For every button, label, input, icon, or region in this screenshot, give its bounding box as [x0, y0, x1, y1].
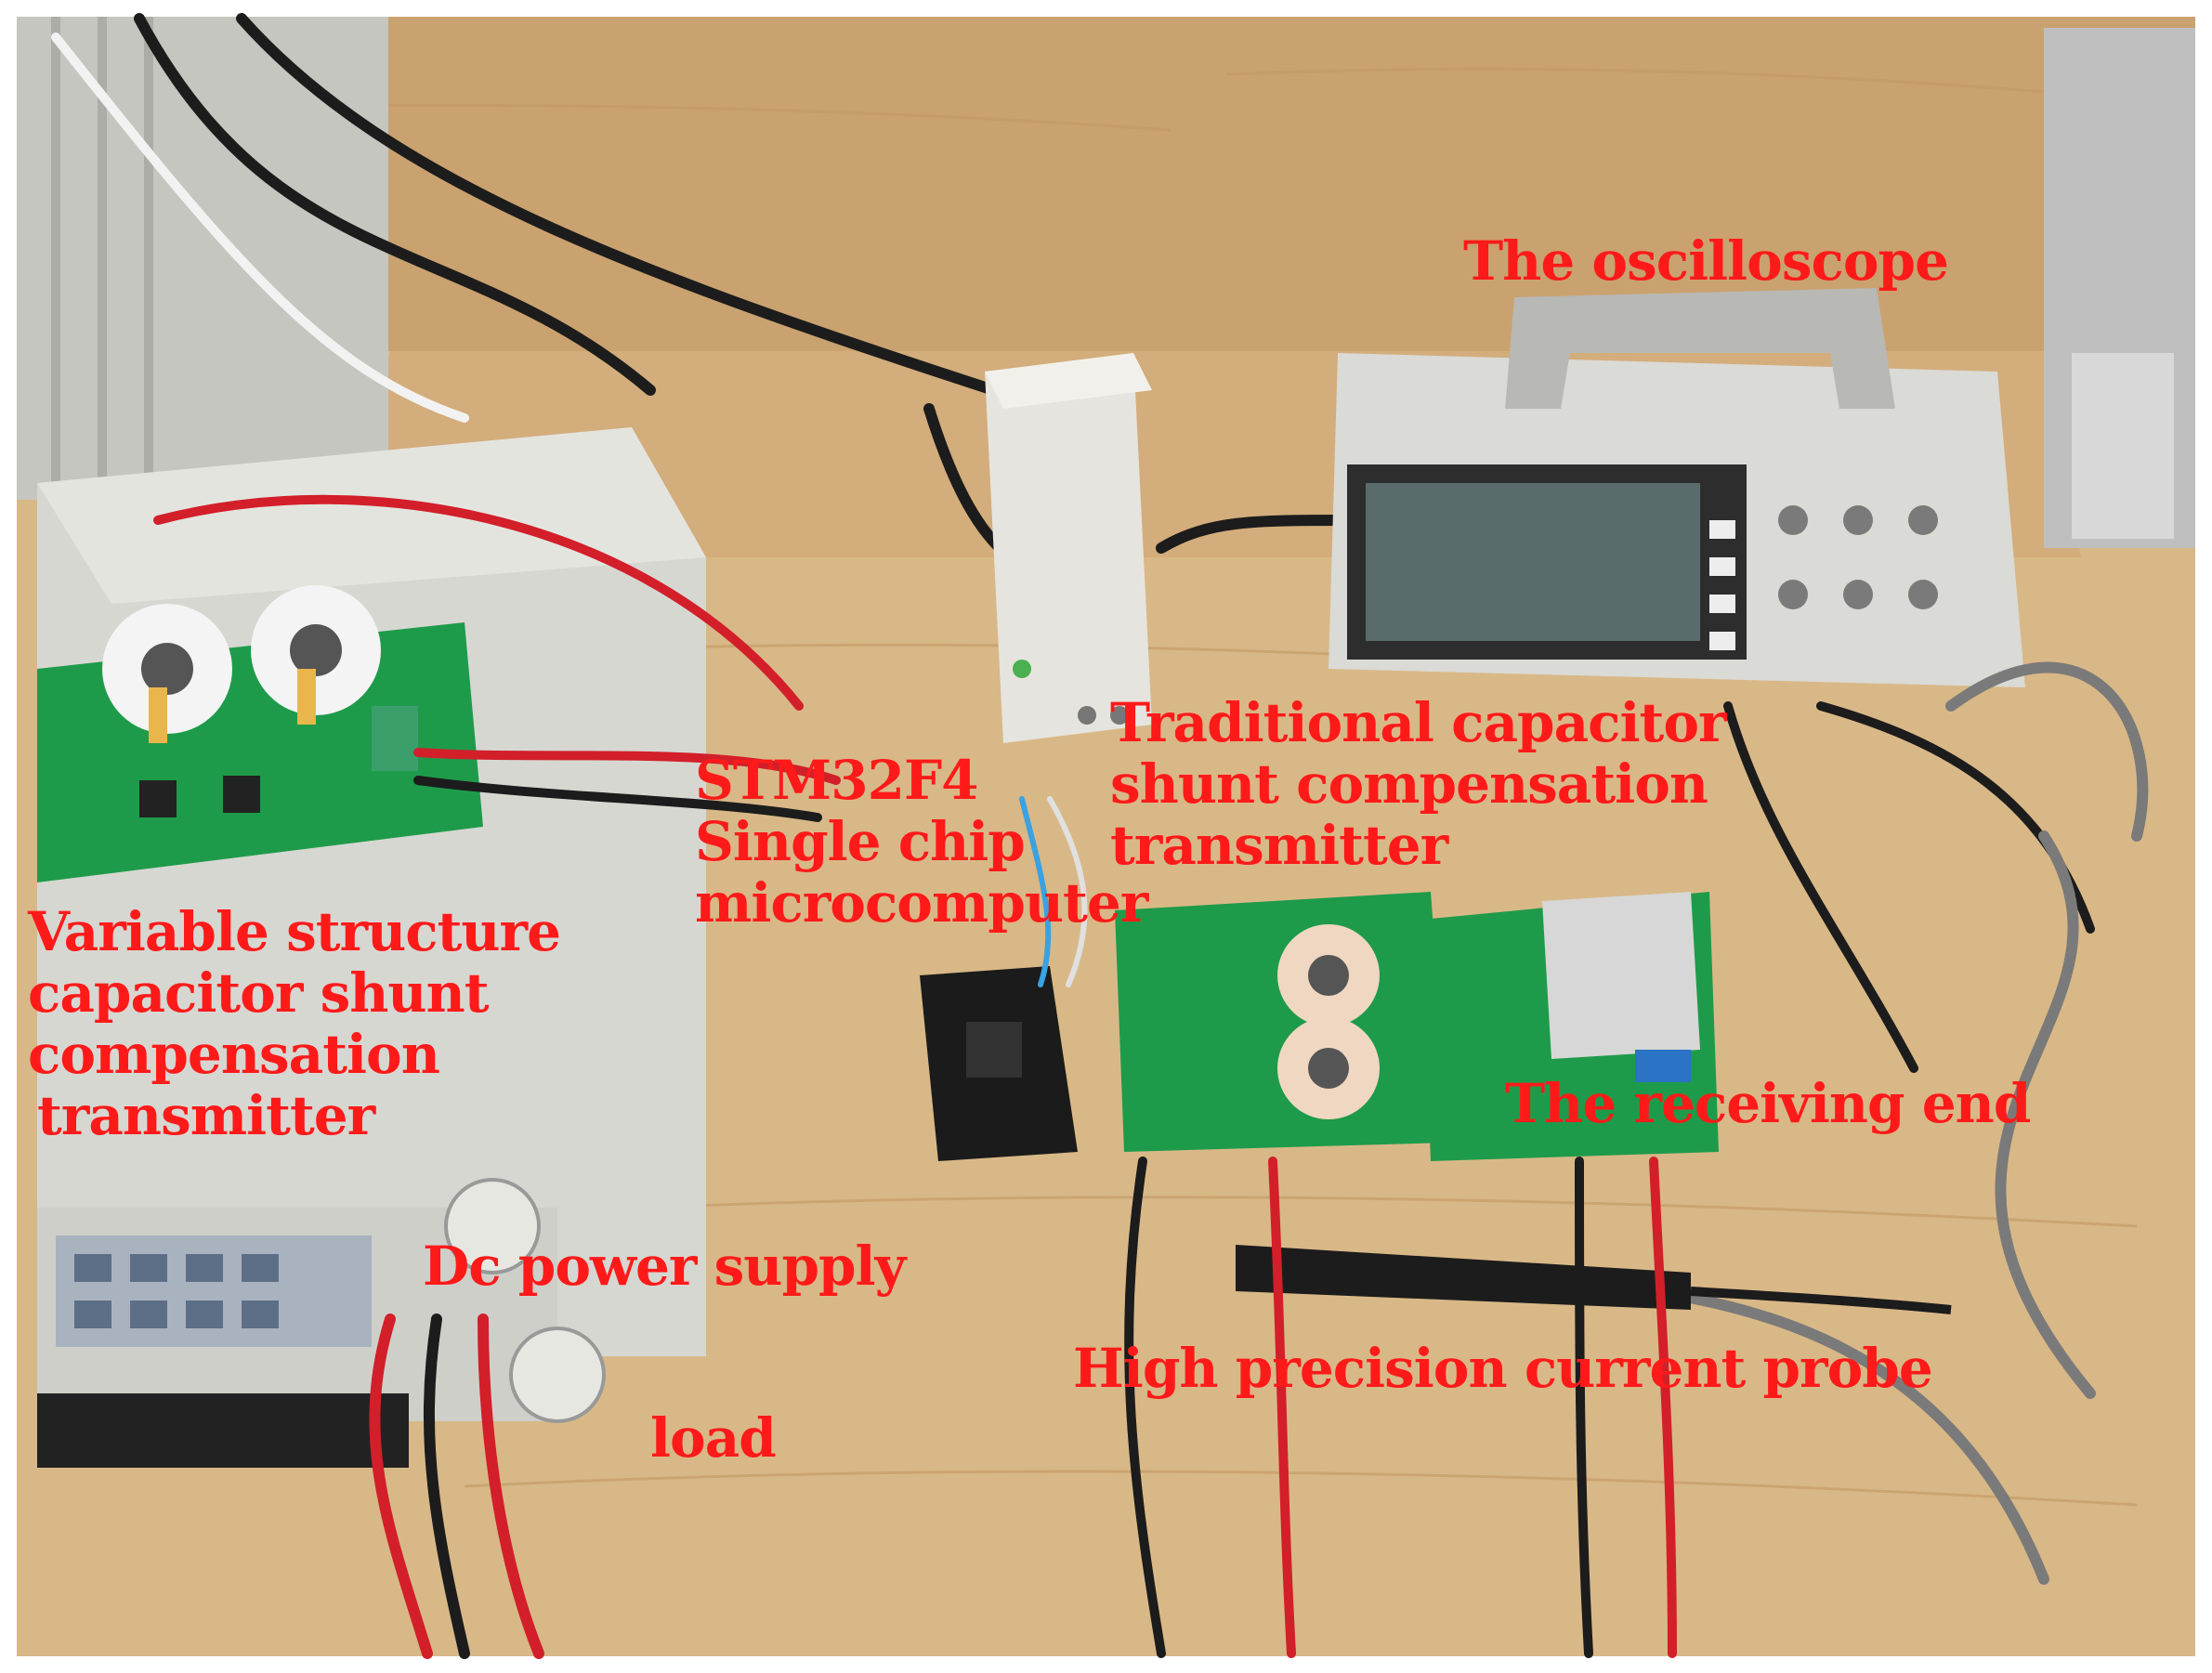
- label-variable-line2: capacitor shunt: [28, 961, 490, 1025]
- cables-top: [51, 13, 1353, 600]
- label-receiving-end: The receiving end: [1505, 1072, 2031, 1135]
- label-traditional-line1: Traditional capacitor: [1110, 691, 1727, 754]
- label-variable-line1: Variable structure: [28, 900, 561, 963]
- label-stm32-line1: STM32F4: [695, 749, 979, 812]
- oscilloscope-unit: [1329, 288, 2025, 687]
- label-dc-power-supply: Dc power supply: [423, 1235, 906, 1298]
- cabinet-left-wall: [17, 17, 388, 500]
- label-current-probe: High precision current probe: [1073, 1337, 1933, 1400]
- label-variable-line4: transmitter: [37, 1084, 375, 1147]
- label-stm32-line3: microcomputer: [695, 871, 1148, 935]
- label-variable-transmitter: Variable structure capacitor shunt compe…: [28, 900, 561, 1147]
- label-stm32-line2: Single chip: [695, 810, 1026, 873]
- label-oscilloscope: The oscilloscope: [1463, 229, 1949, 293]
- label-traditional-line2: shunt compensation: [1110, 752, 1708, 816]
- label-traditional-transmitter: Traditional capacitor shunt compensation…: [1110, 691, 1727, 877]
- stm32-board: [920, 966, 1078, 1161]
- receiving-end-pcb: [1421, 892, 1719, 1161]
- variable-structure-pcb: [37, 585, 483, 882]
- label-stm32: STM32F4 Single chip microcomputer: [695, 749, 1148, 935]
- label-variable-line3: compensation: [28, 1023, 440, 1086]
- signal-generator-box: [985, 353, 1152, 743]
- traditional-transmitter-pcb: [1115, 892, 1449, 1152]
- label-load: load: [650, 1406, 777, 1470]
- label-traditional-line3: transmitter: [1110, 814, 1448, 877]
